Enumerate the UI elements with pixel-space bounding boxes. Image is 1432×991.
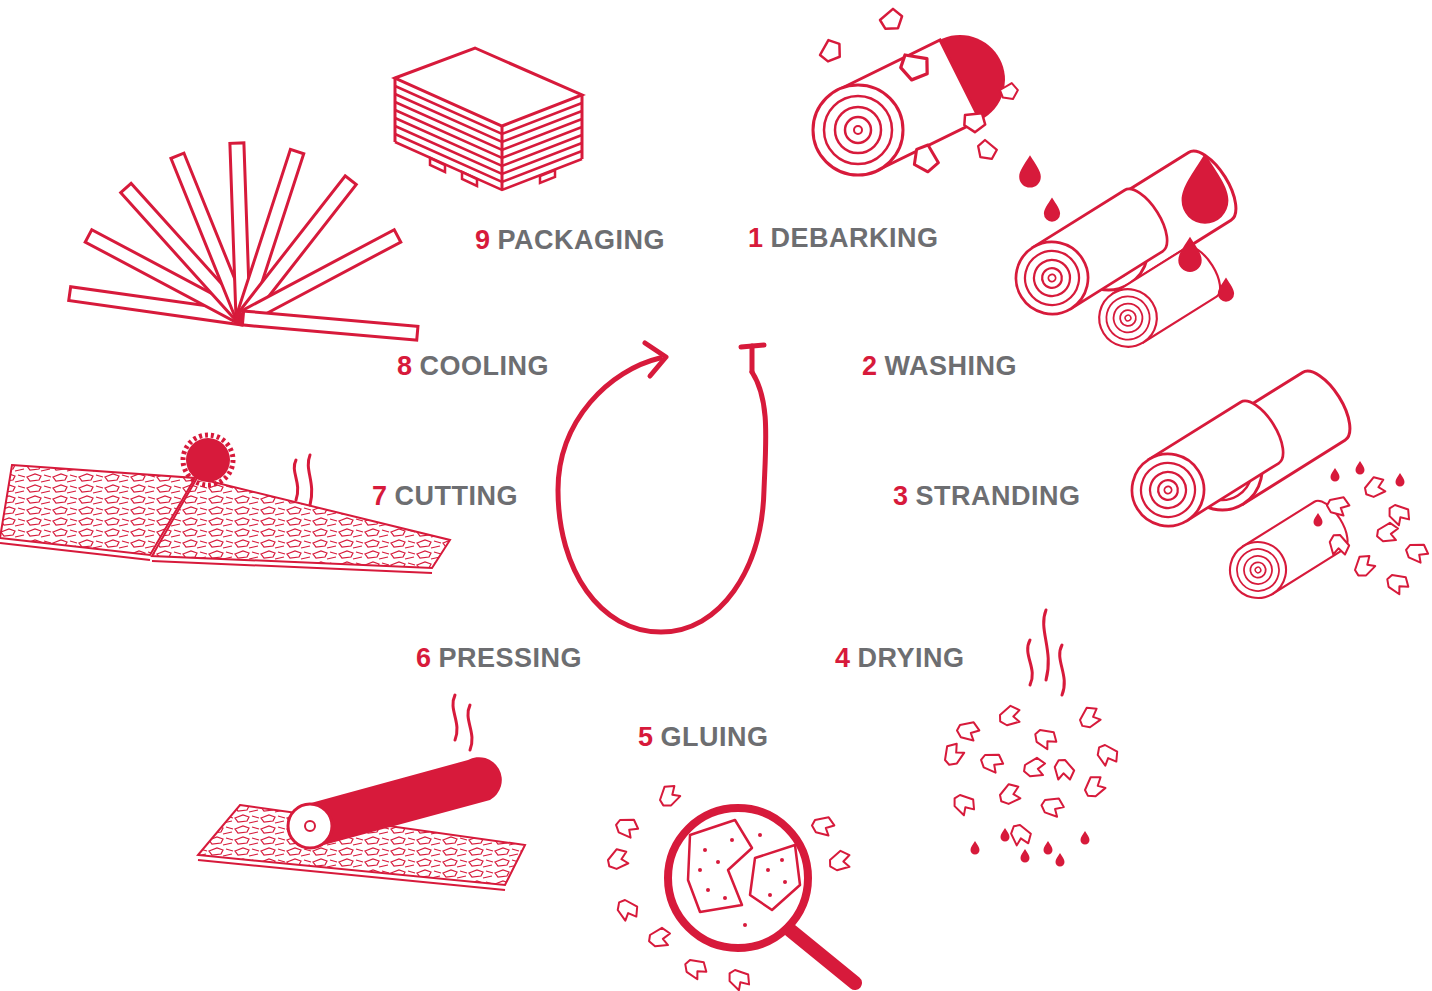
step-number: 8 xyxy=(397,349,413,383)
drying-chips-icon xyxy=(940,610,1122,867)
step-name: PACKAGING xyxy=(498,223,666,257)
step-number: 3 xyxy=(893,479,909,513)
step-name: STRANDING xyxy=(916,479,1081,513)
step-number: 9 xyxy=(475,223,491,257)
step-number: 4 xyxy=(835,641,851,675)
step-name: DRYING xyxy=(858,641,965,675)
board-stack-icon xyxy=(395,48,582,190)
cycle-arrow xyxy=(558,343,766,632)
step-name: PRESSING xyxy=(439,641,583,675)
washing-logs-icon xyxy=(1002,143,1246,358)
cutting-saw-icon xyxy=(0,435,450,573)
step-number: 1 xyxy=(748,221,764,255)
step-name: GLUING xyxy=(661,720,769,754)
step-name: CUTTING xyxy=(395,479,518,513)
gluing-magnifier-icon xyxy=(604,781,855,991)
step-name: WASHING xyxy=(885,349,1018,383)
board-fan-icon xyxy=(69,143,418,340)
step-name: DEBARKING xyxy=(771,221,939,255)
step-number: 6 xyxy=(416,641,432,675)
step-number: 2 xyxy=(862,349,878,383)
step-name: COOLING xyxy=(420,349,550,383)
step-number: 7 xyxy=(372,479,388,513)
pressing-roller-icon xyxy=(198,695,525,890)
debarking-log-icon xyxy=(813,7,1019,175)
stranding-logs-icon xyxy=(1118,363,1430,609)
step-number: 5 xyxy=(638,720,654,754)
